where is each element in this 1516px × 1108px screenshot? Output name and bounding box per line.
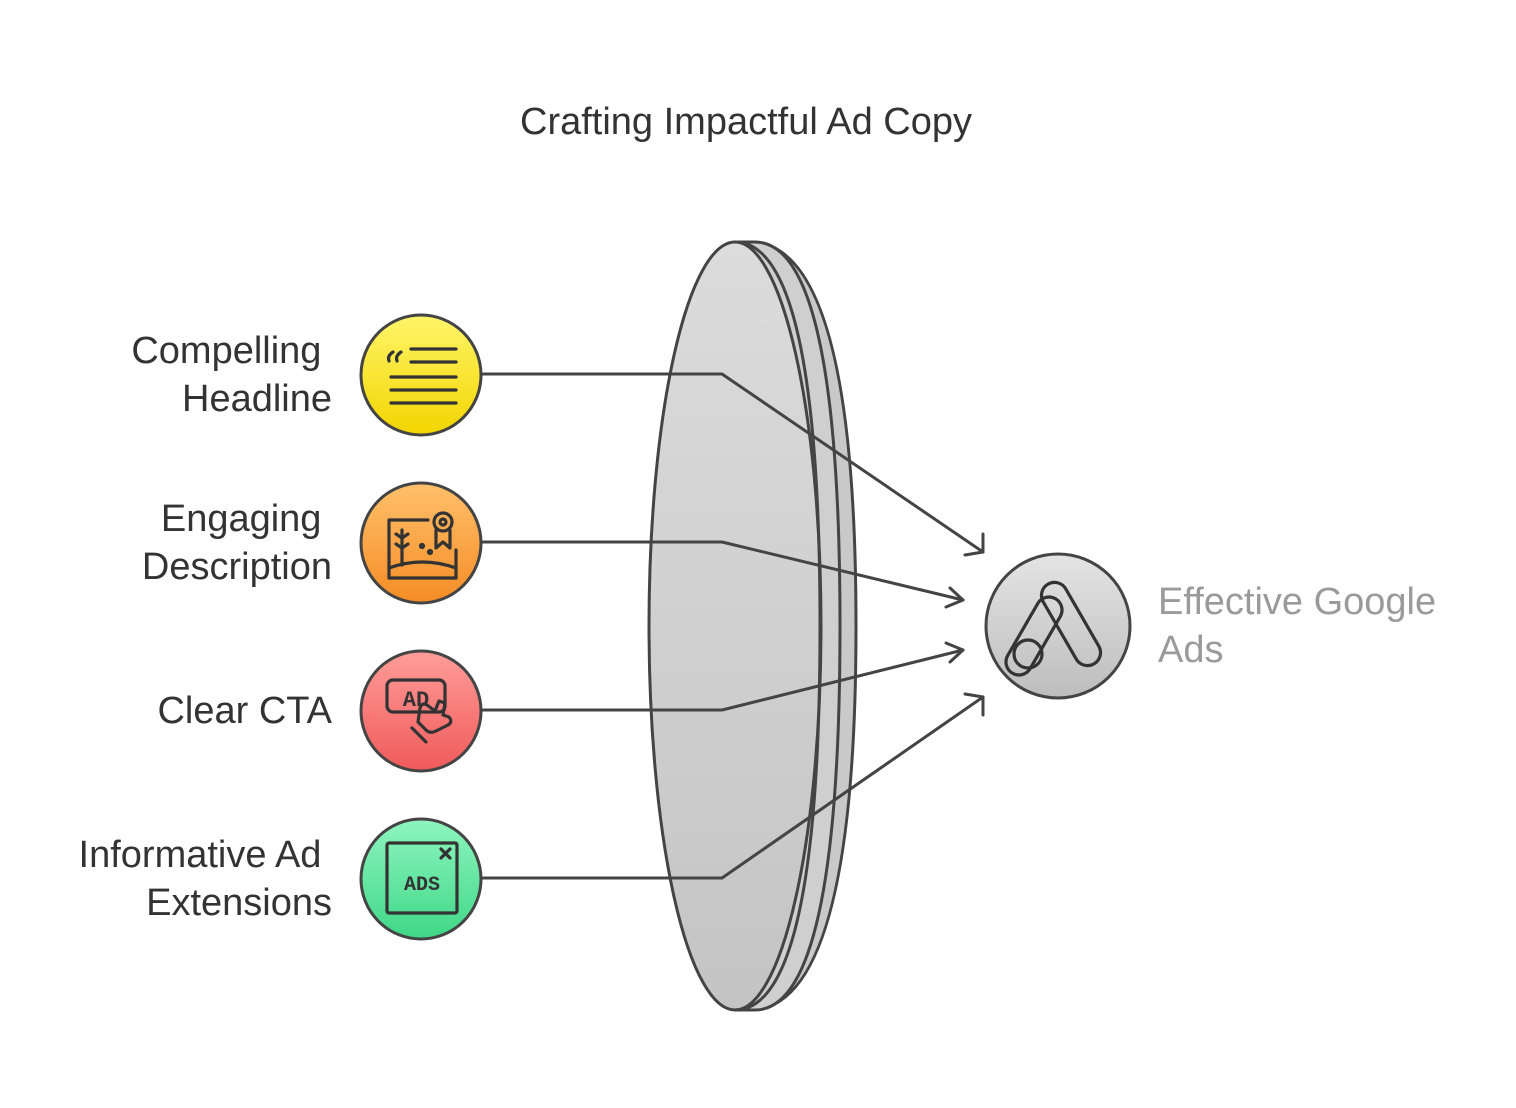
svg-text:Effective Google Ads: Effective Google Ads — [1158, 581, 1447, 671]
extensions-label-line2: Extensions — [146, 882, 332, 924]
output-label-line2: Ads — [1158, 629, 1223, 671]
output-label-line1: Effective Google — [1158, 581, 1436, 623]
headline-label-line2: Headline — [182, 378, 332, 420]
ads-window-icon: ADS — [385, 841, 459, 915]
headline-circle — [359, 313, 483, 437]
lens-shape — [647, 240, 858, 1012]
ad-click-hand-icon: AD — [385, 678, 453, 744]
description-circle — [359, 481, 483, 605]
input-compelling-headline: Compelling Headline — [131, 313, 483, 437]
cta-label: Clear CTA — [157, 690, 332, 732]
extensions-label-line1: Informative Ad — [79, 834, 322, 876]
svg-text:Clear CTA: Clear CTA — [157, 690, 332, 732]
svg-text:Engaging Description: Engaging Description — [142, 498, 332, 588]
extensions-badge-text: ADS — [404, 874, 440, 897]
page-title: Crafting Impactful Ad Copy — [520, 101, 972, 143]
connector-headline — [480, 372, 985, 554]
input-clear-cta: Clear CTA AD — [157, 649, 483, 773]
quote-text-icon — [386, 347, 458, 405]
svg-text:Informative Ad Extension: Informative Ad Extensions — [79, 834, 332, 924]
svg-text:Compelling Headline: Compelling Headline — [131, 330, 332, 420]
award-certificate-icon — [387, 511, 458, 580]
connector-description — [480, 540, 965, 602]
cta-badge-text: AD — [403, 688, 429, 713]
connector-lines — [480, 372, 985, 880]
output-effective-google-ads: Effective Google Ads — [984, 552, 1447, 700]
google-ads-icon — [1004, 580, 1103, 677]
connector-extensions — [480, 695, 985, 880]
input-engaging-description: Engaging Description — [142, 481, 483, 605]
headline-label-line1: Compelling — [131, 330, 321, 372]
description-label-line1: Engaging — [161, 498, 322, 540]
description-label-line2: Description — [142, 546, 332, 588]
connector-cta — [480, 648, 965, 712]
input-informative-extensions: Informative Ad Extensions ADS — [79, 817, 483, 941]
